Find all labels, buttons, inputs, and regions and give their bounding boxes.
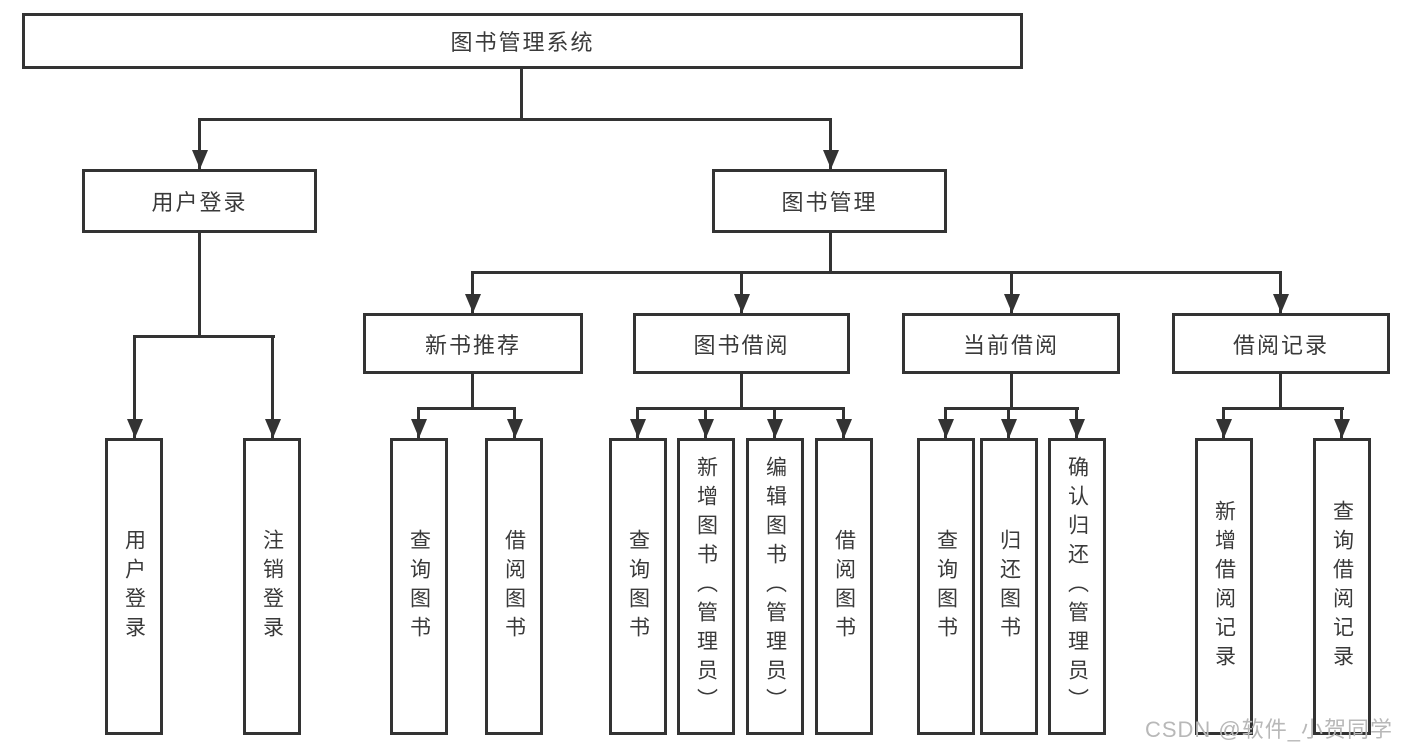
- connector-line: [471, 374, 474, 407]
- leaf-add-borrow-record: 新增借阅记录: [1195, 438, 1253, 735]
- node-label: 借阅图书: [832, 528, 856, 645]
- node-label: 查询图书: [626, 528, 650, 645]
- connector-line: [471, 271, 1282, 274]
- arrow-down-icon: [740, 271, 743, 313]
- connector-line: [1010, 374, 1013, 407]
- leaf-edit-books-admin: 编辑图书（管理员）: [746, 438, 804, 735]
- connector-line: [740, 374, 743, 407]
- leaf-query-books-recommend: 查询图书: [390, 438, 448, 735]
- arrow-down-icon: [271, 335, 274, 438]
- node-user-login: 用户登录: [82, 169, 317, 233]
- leaf-query-books: 查询图书: [609, 438, 667, 735]
- connector-line: [133, 335, 275, 338]
- node-label: 借阅记录: [1232, 332, 1329, 358]
- leaf-borrow-books-recommend: 借阅图书: [485, 438, 543, 735]
- arrow-down-icon: [471, 271, 474, 313]
- arrow-down-icon: [704, 407, 707, 438]
- arrow-down-icon: [842, 407, 845, 438]
- connector-line: [417, 407, 516, 410]
- arrow-down-icon: [1007, 407, 1010, 438]
- connector-line: [636, 407, 845, 410]
- csdn-watermark: CSDN @软件_小贺同学: [1144, 717, 1393, 742]
- connector-line: [198, 233, 201, 335]
- arrow-down-icon: [513, 407, 516, 438]
- arrow-down-icon: [944, 407, 947, 438]
- arrow-down-icon: [417, 407, 420, 438]
- node-label: 编辑图书（管理员）: [763, 456, 787, 717]
- leaf-query-books-current: 查询图书: [917, 438, 975, 735]
- node-borrow-record: 借阅记录: [1172, 313, 1390, 374]
- arrow-down-icon: [1279, 271, 1282, 313]
- node-label: 查询图书: [407, 528, 431, 645]
- node-label: 用户登录: [122, 528, 146, 645]
- connector-line: [1222, 407, 1344, 410]
- arrow-down-icon: [1222, 407, 1225, 438]
- node-label: 新增图书（管理员）: [694, 456, 718, 717]
- connector-line: [520, 69, 523, 118]
- node-label: 新增借阅记录: [1212, 499, 1236, 674]
- arrow-down-icon: [1340, 407, 1343, 438]
- node-current-borrow: 当前借阅: [902, 313, 1120, 374]
- node-new-book-recommend: 新书推荐: [363, 313, 583, 374]
- leaf-logout: 注销登录: [243, 438, 301, 735]
- leaf-user-login: 用户登录: [105, 438, 163, 735]
- node-label: 用户登录: [151, 190, 248, 215]
- node-label: 确认归还（管理员）: [1065, 456, 1089, 717]
- node-label: 图书管理: [781, 190, 878, 215]
- node-label: 当前借阅: [962, 332, 1059, 358]
- connector-line: [829, 233, 832, 271]
- node-library-management-system: 图书管理系统: [22, 13, 1023, 69]
- leaf-borrow-books: 借阅图书: [815, 438, 873, 735]
- arrow-down-icon: [1010, 271, 1013, 313]
- node-label: 归还图书: [997, 528, 1021, 645]
- arrow-down-icon: [133, 335, 136, 438]
- arrow-down-icon: [773, 407, 776, 438]
- node-label: 新书推荐: [424, 332, 521, 358]
- node-label: 查询图书: [934, 528, 958, 645]
- leaf-confirm-return-admin: 确认归还（管理员）: [1048, 438, 1106, 735]
- arrow-down-icon: [636, 407, 639, 438]
- leaf-return-books: 归还图书: [980, 438, 1038, 735]
- leaf-query-borrow-record: 查询借阅记录: [1313, 438, 1371, 735]
- node-book-management: 图书管理: [712, 169, 947, 233]
- node-label: 查询借阅记录: [1330, 499, 1354, 674]
- connector-line: [198, 118, 832, 121]
- arrow-down-icon: [1075, 407, 1078, 438]
- node-label: 注销登录: [260, 528, 284, 645]
- connector-line: [1279, 374, 1282, 407]
- node-label: 图书管理系统: [450, 30, 595, 55]
- connector-line: [944, 407, 1079, 410]
- arrow-down-icon: [198, 118, 201, 169]
- leaf-add-books-admin: 新增图书（管理员）: [677, 438, 735, 735]
- node-label: 图书借阅: [693, 332, 790, 358]
- node-book-borrow: 图书借阅: [633, 313, 850, 374]
- node-label: 借阅图书: [502, 528, 526, 645]
- arrow-down-icon: [829, 118, 832, 169]
